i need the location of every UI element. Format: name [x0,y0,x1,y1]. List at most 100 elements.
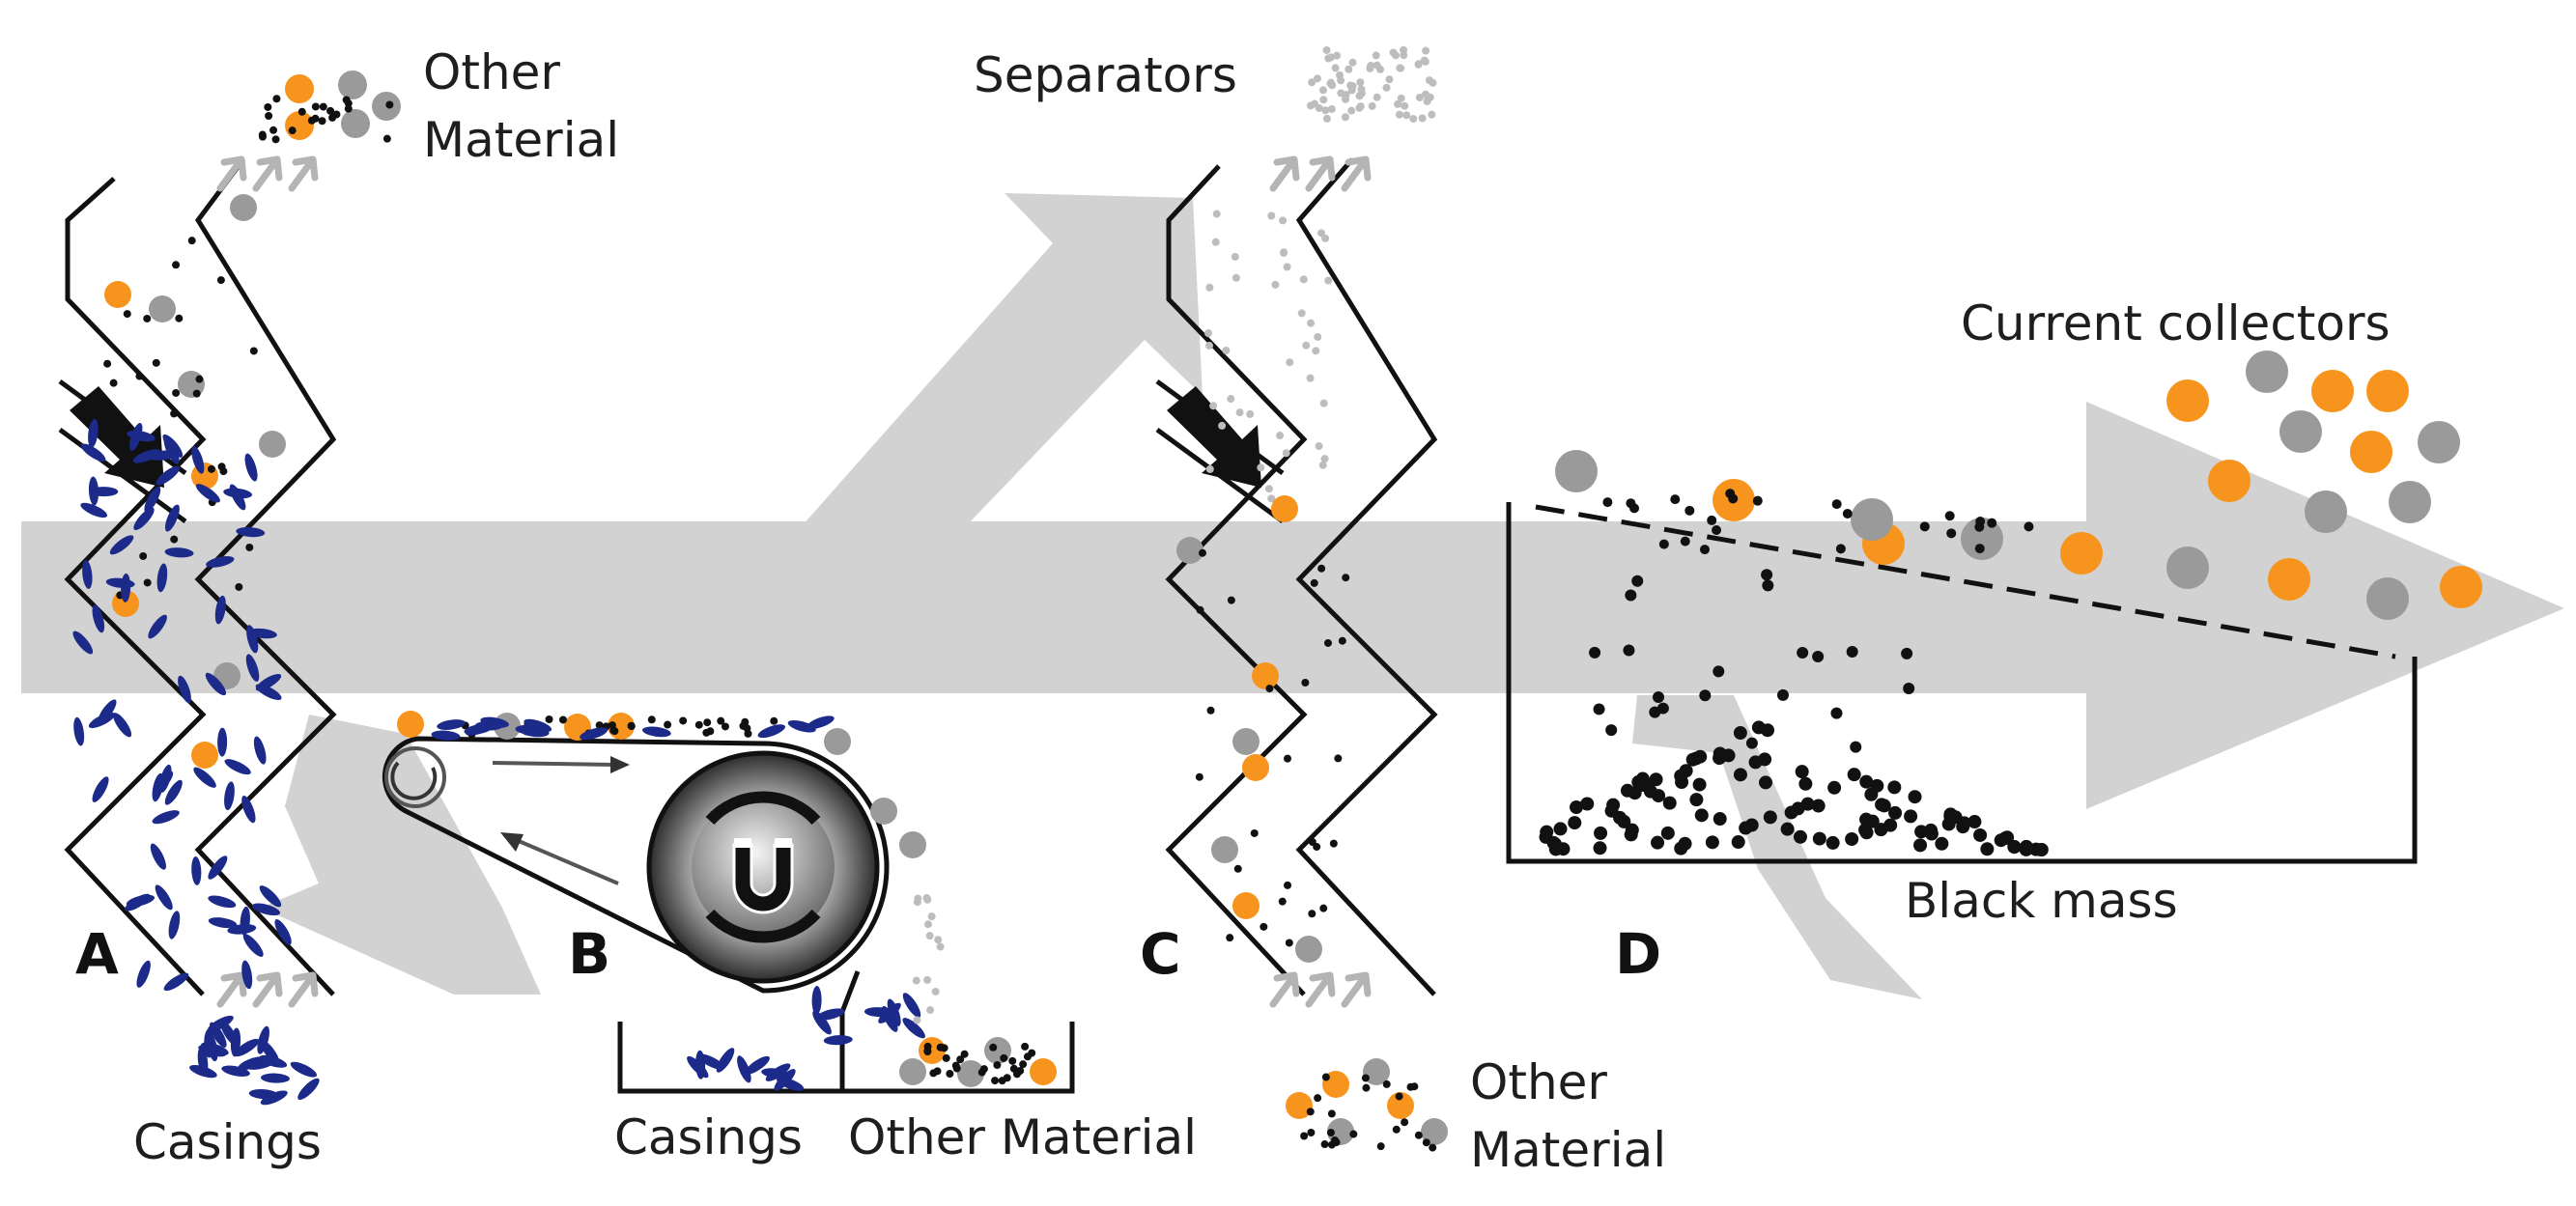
black-particle [991,1077,1000,1085]
casing-particle [245,654,260,682]
casing-particle [257,1025,269,1054]
label-other-material-a-line1: Other [423,44,560,100]
casing-particle [641,726,671,738]
black-particle [382,134,391,143]
black-particle [2007,839,2022,854]
light-particle [1428,110,1436,119]
black-particle [1835,544,1846,554]
black-particle [1323,638,1332,647]
black-particle [143,314,152,323]
casing-particle [229,484,246,511]
black-particle [1798,776,1813,791]
light-particle [912,976,920,985]
sieve-mesh [1535,504,2396,659]
black-particle [1306,1108,1315,1116]
black-particle [1904,809,1918,824]
grey-particle [1232,728,1260,755]
black-particle [1023,1052,1032,1061]
stage-letter-a: A [75,921,119,987]
black-particle [1712,524,1722,535]
black-particle [1913,838,1928,853]
grey-particle [338,70,367,99]
black-particle [936,1043,945,1052]
black-particle [192,389,201,398]
orange-particle [191,742,218,769]
black-particle [1994,833,2008,848]
black-particle [170,535,179,544]
casing-particle [168,911,181,940]
black-particle [1739,821,1753,835]
black-particle [1675,775,1689,790]
casing-particle [92,776,109,802]
casing-particle [776,1077,805,1091]
casing-particle [761,1068,790,1080]
black-particle [1308,837,1316,846]
casing-particle [148,614,167,639]
light-particle [1319,399,1328,407]
casing-particle [737,1055,751,1083]
light-particle [1319,96,1328,104]
black-particle [1301,679,1310,687]
casing-particle [465,722,494,736]
black-particle [1620,783,1634,798]
grey-particle [2418,421,2460,463]
casing-particle [695,1050,706,1080]
light-particle [1382,83,1391,92]
black-particle [1713,665,1725,678]
light-particle [1320,455,1329,463]
light-particle [1315,442,1323,451]
black-particle [1300,1132,1309,1140]
casing-particle [881,1005,898,1032]
light-particle [1415,93,1424,101]
casing-particle [234,1038,260,1057]
black-particle [1285,939,1293,947]
light-particle [1318,86,1327,95]
black-particle [2034,843,2049,856]
black-particle [123,310,131,319]
light-particle [1396,64,1404,72]
black-particle [1265,685,1274,693]
black-particle [175,314,184,323]
grey-particle [2279,410,2322,453]
blackmass-arrow-d [1632,695,1922,999]
grey-particle [178,371,205,398]
black-particle [1593,841,1607,855]
black-particle [989,1043,998,1052]
black-particle [1362,1083,1371,1092]
casing-particle [136,960,151,988]
black-particle [1830,707,1843,719]
label-black-mass: Black mass [1905,873,2178,929]
black-particle [1689,793,1704,807]
light-particle [1345,65,1353,73]
black-particle [770,716,778,725]
casing-particle [88,418,99,448]
casing-particle [290,1061,318,1078]
black-particle [258,132,267,141]
light-particle [1331,64,1340,72]
black-particle [1705,835,1719,850]
black-particle [1850,741,1862,753]
grey-particle [1961,518,2003,560]
black-particle [679,716,688,725]
black-particle [235,582,243,591]
orange-particle [1271,495,1298,522]
light-particle [1423,98,1431,106]
casing-particle [191,855,202,885]
casing-particle [80,502,108,519]
light-particle [1302,341,1311,350]
casing-particle [816,1008,845,1021]
grey-particle [957,1060,984,1087]
grey-particle [1363,1058,1390,1085]
light-particle [1395,110,1403,119]
black-particle [1349,1130,1358,1138]
casing-particle [152,810,180,825]
black-particle [717,716,725,725]
black-particle [1795,765,1809,779]
splitter-blade [839,970,861,1013]
orange-particle [1232,892,1260,919]
rotation-icon [384,746,446,808]
light-particle [1211,238,1220,246]
ducts [58,157,1438,996]
casing-particle [208,895,237,909]
